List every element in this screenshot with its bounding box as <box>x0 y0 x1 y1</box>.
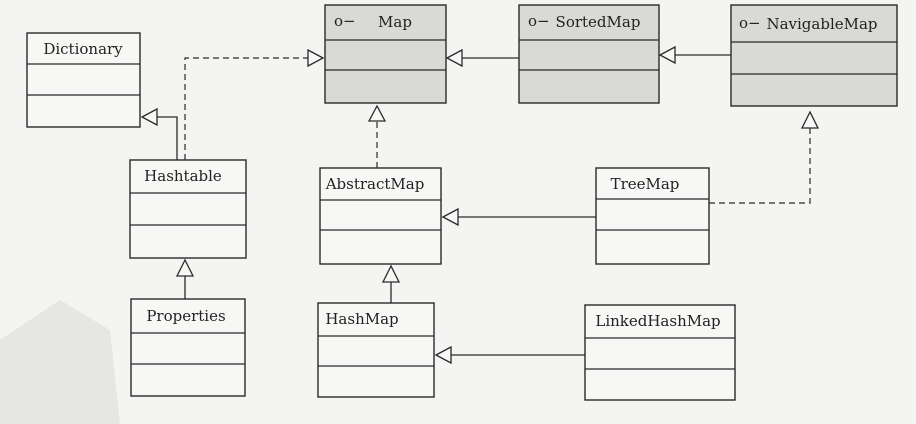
edge-treemap-extends-abstractmap <box>441 207 596 227</box>
edge-hashtable-implements-map <box>184 48 325 160</box>
generalization-arrow-icon <box>175 258 195 277</box>
class-name: Properties <box>146 307 225 325</box>
class-name: NavigableMap <box>766 15 877 33</box>
generalization-arrow-icon <box>445 48 463 68</box>
interface-map[interactable]: o− Map <box>324 4 447 104</box>
edge-sortedmap-extends-map <box>445 48 519 68</box>
realization-arrow-icon <box>307 48 325 68</box>
realization-arrow-icon <box>800 110 820 129</box>
generalization-arrow-icon <box>658 45 676 65</box>
class-hashmap[interactable]: HashMap <box>317 302 435 398</box>
class-dictionary[interactable]: Dictionary <box>26 32 141 128</box>
class-name: SortedMap <box>556 13 641 31</box>
class-treemap[interactable]: TreeMap <box>595 167 710 265</box>
interface-navigablemap[interactable]: o− NavigableMap <box>730 4 898 107</box>
class-properties[interactable]: Properties <box>130 298 246 397</box>
edge-hashmap-extends-abstractmap <box>381 264 401 303</box>
class-linkedhashmap[interactable]: LinkedHashMap <box>584 304 736 401</box>
realization-arrow-icon <box>367 104 387 122</box>
class-name: Dictionary <box>43 40 123 58</box>
paper-shade <box>0 300 120 424</box>
interface-marker-icon: o− <box>739 14 761 32</box>
edge-abstractmap-implements-map <box>367 104 387 168</box>
class-abstractmap[interactable]: AbstractMap <box>319 167 442 265</box>
class-name: Map <box>378 13 412 31</box>
generalization-arrow-icon <box>434 345 452 365</box>
class-name: LinkedHashMap <box>595 312 720 330</box>
class-name: AbstractMap <box>325 175 425 193</box>
generalization-arrow-icon <box>381 264 401 283</box>
edge-properties-extends-hashtable <box>175 258 195 299</box>
class-hashtable[interactable]: Hashtable <box>129 159 247 259</box>
edge-hashtable-extends-dictionary <box>140 107 178 160</box>
edge-treemap-implements-navigablemap <box>709 110 820 204</box>
edge-linkedhashmap-extends-hashmap <box>434 345 585 365</box>
edge-navigablemap-extends-sortedmap <box>658 45 731 65</box>
interface-marker-icon: o− <box>334 12 356 30</box>
class-name: Hashtable <box>144 167 222 185</box>
class-name: HashMap <box>325 310 398 328</box>
interface-marker-icon: o− <box>528 12 550 30</box>
generalization-arrow-icon <box>140 107 158 127</box>
generalization-arrow-icon <box>441 207 459 227</box>
class-name: TreeMap <box>611 175 680 193</box>
interface-sortedmap[interactable]: o− SortedMap <box>518 4 660 104</box>
